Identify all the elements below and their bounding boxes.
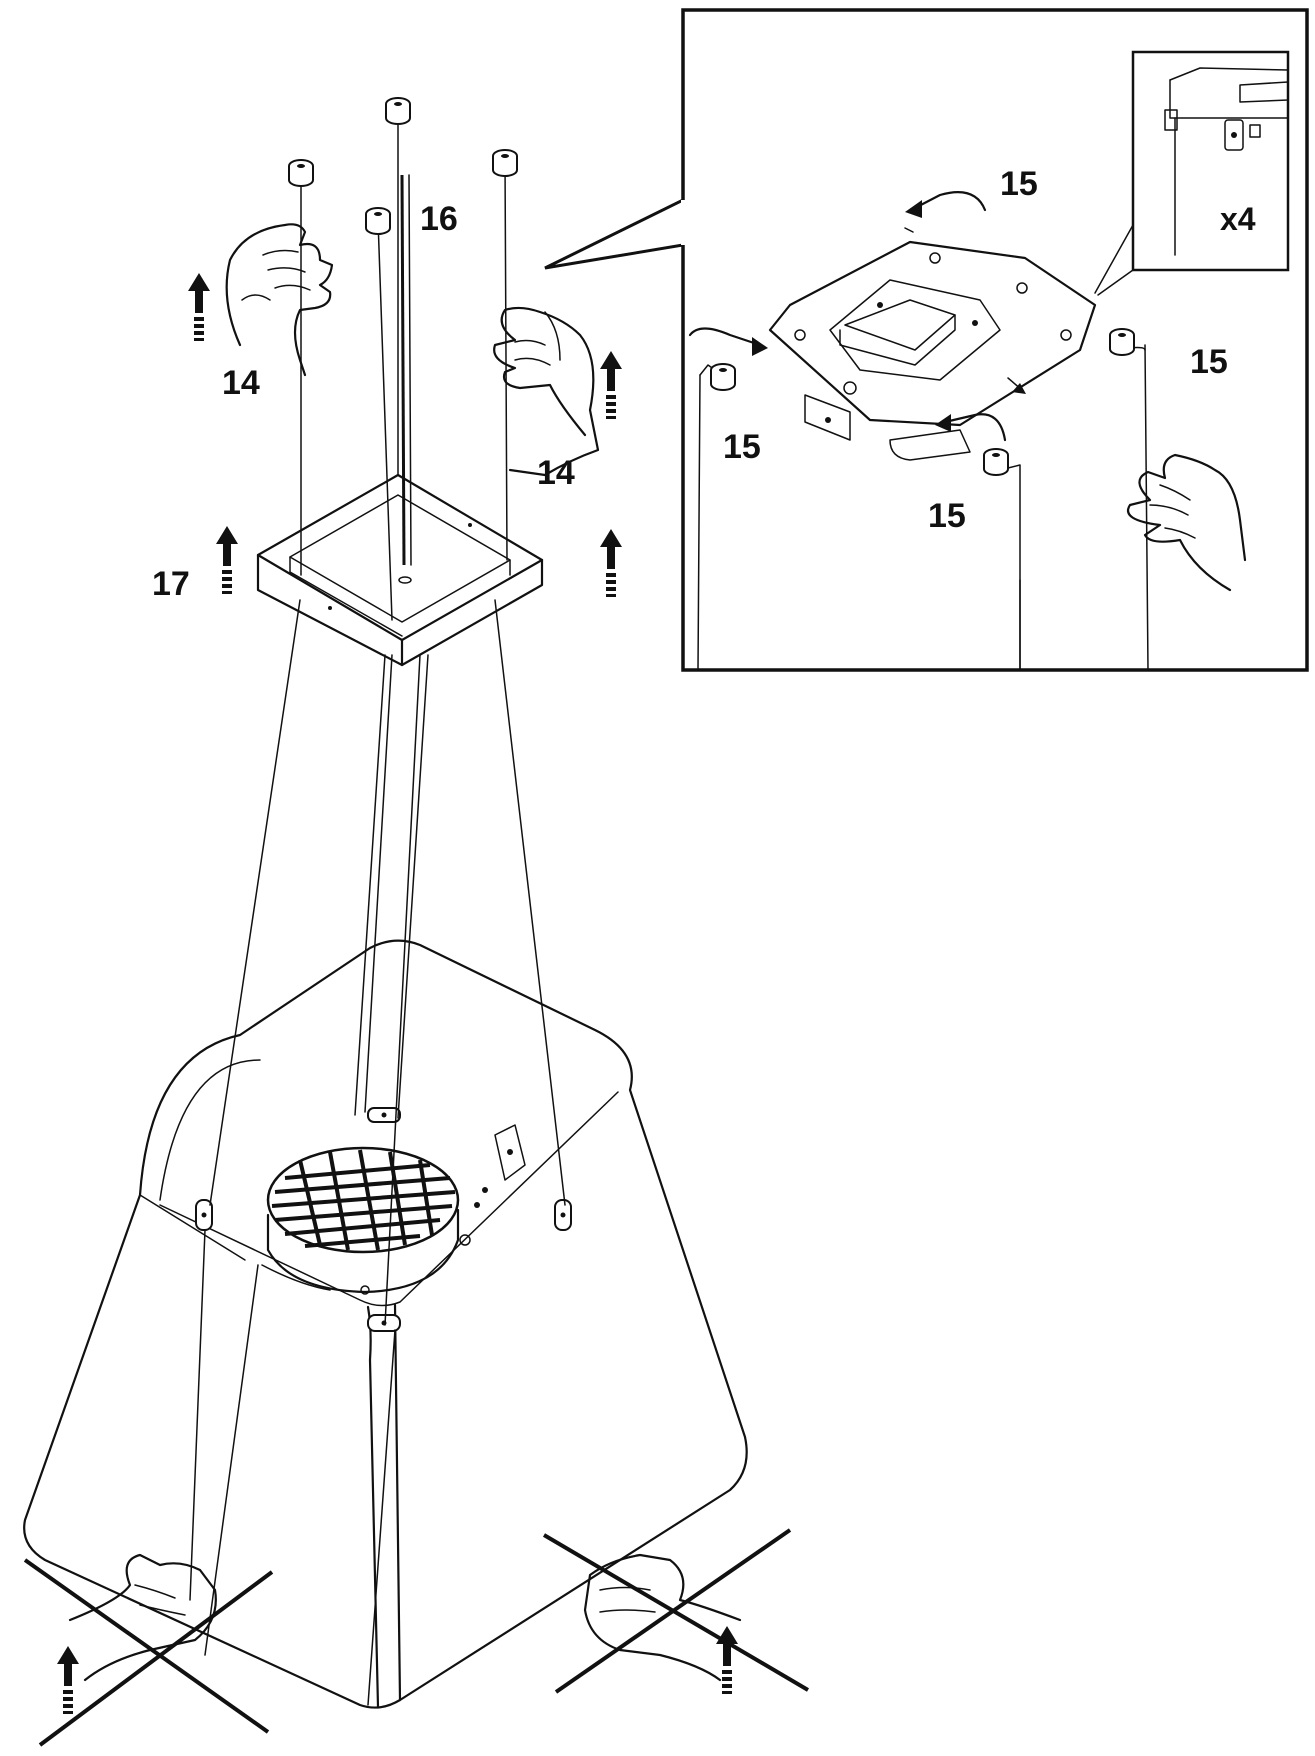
hand-icon xyxy=(1127,453,1247,592)
inset-left-label: 15 xyxy=(723,428,761,466)
zoom-callout-icon xyxy=(544,197,685,270)
bracket-detail-inset: x4 xyxy=(1094,50,1290,296)
nut-icon xyxy=(1109,328,1135,356)
nut-icon xyxy=(983,448,1009,476)
up-arrow-icon xyxy=(216,526,238,594)
detail-inset: x4 xyxy=(681,8,1309,672)
hood-body xyxy=(23,939,748,1709)
up-arrow-icon xyxy=(188,273,210,341)
rods-label: 16 xyxy=(420,200,458,238)
inset-top-label: 15 xyxy=(1000,165,1038,203)
nut-icon xyxy=(385,97,411,125)
ceiling-frame xyxy=(256,473,544,667)
cross-out-icon xyxy=(542,1528,810,1694)
mount-tab-left xyxy=(195,1199,213,1231)
suspension-rods xyxy=(189,111,566,1706)
mount-tab-back xyxy=(367,1107,401,1123)
nut-icon xyxy=(492,149,518,177)
up-arrow-icon xyxy=(600,529,622,597)
grille-icon xyxy=(266,1146,460,1294)
hand-icon xyxy=(225,223,334,377)
nut-icon xyxy=(710,363,736,391)
inset-multiplier: x4 xyxy=(1220,201,1256,237)
mounting-plate xyxy=(768,240,1097,461)
mount-tab-front xyxy=(367,1314,401,1332)
inset-bottom-label: 15 xyxy=(928,497,966,535)
nut-icon xyxy=(365,207,391,235)
frame-label: 17 xyxy=(152,565,190,603)
inset-right-label: 15 xyxy=(1190,343,1228,381)
up-arrow-icon xyxy=(57,1646,79,1714)
nut-icon xyxy=(288,159,314,187)
up-arrow-icon xyxy=(600,351,622,419)
right-hand-label: 14 xyxy=(537,454,575,492)
hand-icon xyxy=(493,306,600,477)
cross-out-icon xyxy=(23,1553,274,1747)
left-hand-label: 14 xyxy=(222,364,260,402)
mount-tab-right xyxy=(554,1199,572,1231)
